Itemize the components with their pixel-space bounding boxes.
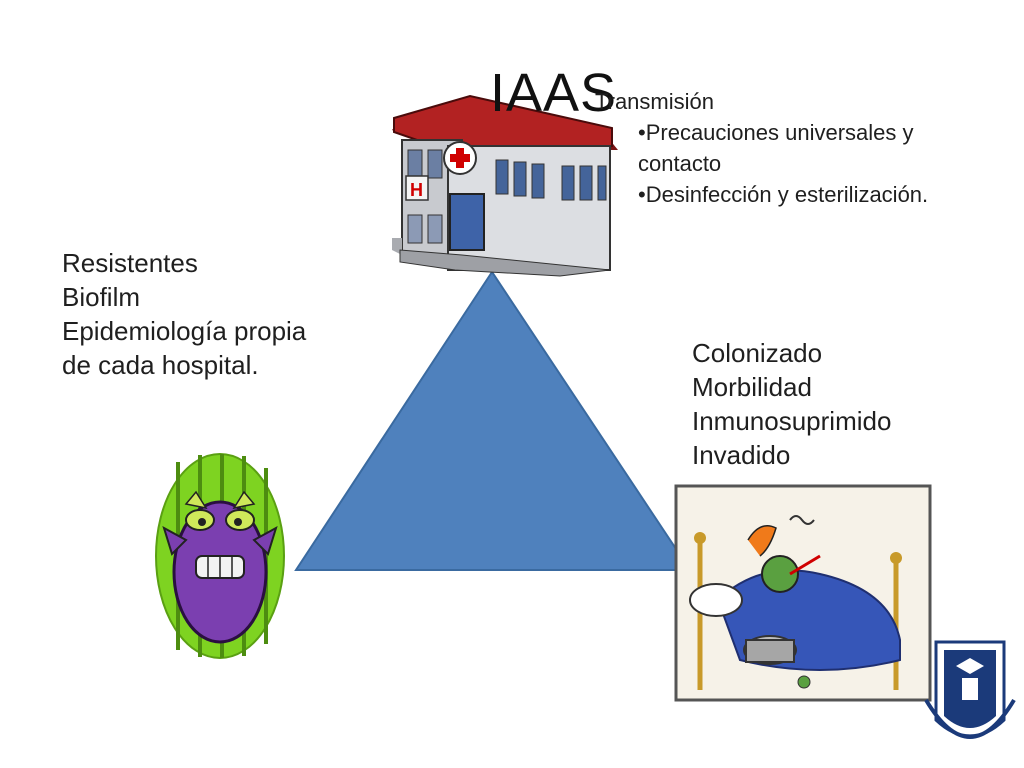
host-item: Inmunosuprimido [692, 406, 892, 436]
host-item: Invadido [692, 440, 791, 470]
hospital-sign: H [410, 180, 423, 200]
germ-agent-icon [155, 453, 285, 659]
transmission-bullet: •Precauciones universales y [638, 120, 914, 145]
transmission-bullet: •Desinfección y esterilización. [638, 182, 929, 207]
agent-item: Epidemiología propia [62, 316, 307, 346]
agent-item: Biofilm [62, 282, 141, 312]
epidemiologic-triangle [294, 270, 692, 571]
sick-host-icon [674, 484, 932, 702]
host-text-block: Colonizado Morbilidad Inmunosuprimido In… [692, 336, 972, 472]
transmission-bullet: contacto [638, 151, 722, 176]
slide-title: IAAS [490, 63, 618, 123]
university-logo [924, 640, 1016, 739]
agent-item: de cada hospital. [62, 350, 259, 380]
host-item: Morbilidad [692, 372, 812, 402]
transmission-text-block: Transmisión •Precauciones universales y … [595, 86, 995, 210]
agent-text-block: Resistentes Biofilm Epidemiología propia… [62, 246, 362, 382]
transmission-heading: Transmisión [595, 89, 714, 114]
agent-item: Resistentes [62, 248, 198, 278]
host-item: Colonizado [692, 338, 823, 368]
hospital-icon: H [392, 94, 618, 277]
